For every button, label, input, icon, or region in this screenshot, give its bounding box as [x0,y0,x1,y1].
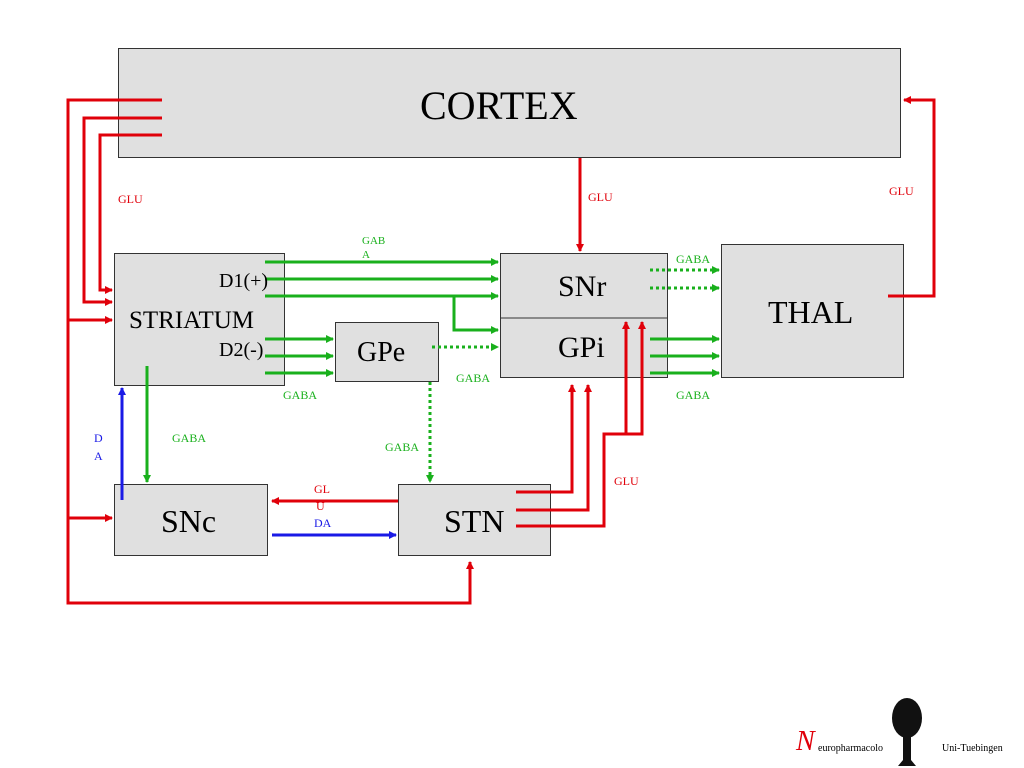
glu-stn-snc-label-1: GL [314,482,330,496]
institution-label: Uni-Tuebingen [942,743,1003,754]
glu-stn-gpi-line-1 [516,384,576,494]
da-label-2: A [94,449,103,463]
stn-box [398,484,551,556]
gaba-dotted-projections [426,266,720,483]
gaba-gpe-stn-label: GABA [385,440,420,454]
logo-letter: N [796,726,815,757]
gaba-d1-gpi-line [452,296,499,334]
snc-label: SNc [161,503,217,539]
glu-stn-snc-label-2: U [316,499,325,513]
striatum-box [114,253,285,386]
glu-stn-gpi-label: GLU [614,474,639,488]
gaba-projections [143,258,720,483]
tree-logo-icon [892,698,922,766]
gaba-striatum-snc-label: GABA [172,431,207,445]
gaba-top-label-1: GAB [362,235,386,247]
glu-thal-cortex-line [888,96,936,298]
d1-label: D1(+) [219,270,269,292]
logo-text: europharmacolo [818,743,883,754]
gpe-box [335,322,439,382]
glu-cortex-snc-stn-line [66,98,474,605]
snc-box [114,484,268,556]
da-snc-stn-label: DA [314,516,332,530]
gpi-label: GPi [558,331,605,364]
glu-thal-label: GLU [889,184,914,198]
d2-label: D2(-) [219,339,264,361]
thal-label: THAL [768,294,854,330]
gaba-top-label-2: A [362,249,370,261]
da-label-1: D [94,431,103,445]
gaba-striatum-gpe-label: GABA [283,388,318,402]
snr-gpi-box [500,253,668,378]
stn-label: STN [444,503,505,539]
glu-left-label: GLU [118,192,143,206]
gaba-gpe-gpi-label: GABA [456,371,491,385]
thal-box [721,244,904,378]
snr-label: SNr [558,270,607,303]
glu-stn-gpi-line-4 [604,321,646,436]
cortex-label: CORTEX [420,83,578,128]
dopamine-projections [118,387,397,539]
gpe-label: GPe [357,337,406,368]
glu-cortex-striatum-line-1 [82,116,162,306]
glu-cortex-striatum-line-2 [98,133,162,294]
cortex-box [118,48,901,158]
gaba-snr-thal-label: GABA [676,252,711,266]
striatum-label: STRIATUM [129,307,255,334]
glutamate-projections [66,96,936,605]
gaba-gpi-thal-label: GABA [676,388,711,402]
glu-cortex-snr-label: GLU [588,190,613,204]
glu-stn-gpi-line-2 [516,384,592,512]
